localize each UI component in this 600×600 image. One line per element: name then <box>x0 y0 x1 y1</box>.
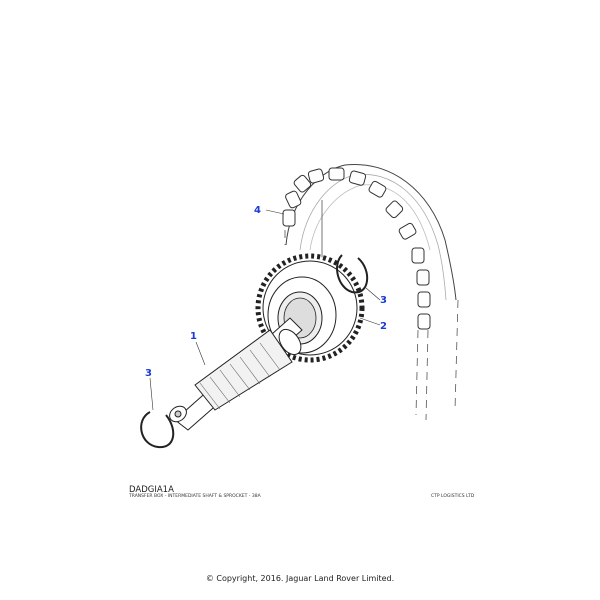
vendor-label: CTP LOGISTICS LTD <box>431 494 475 499</box>
callout-2: 2 <box>380 321 387 332</box>
snap-rings <box>140 254 368 449</box>
intermediate-shaft <box>169 317 303 431</box>
leader-lines <box>149 209 381 411</box>
diagram-title: TRANSFER BOX - INTERMEDIATE SHAFT & SPRO… <box>129 494 261 499</box>
copyright: © Copyright, 2016. Jaguar Land Rover Lim… <box>205 574 395 583</box>
drive-chain <box>282 163 459 421</box>
callout-4: 4 <box>254 205 261 216</box>
callout-1: 1 <box>190 331 197 342</box>
callout-3-right: 3 <box>380 295 387 306</box>
callout-3-left: 3 <box>145 368 152 379</box>
diagram-code: DADGIA1A <box>129 485 174 495</box>
